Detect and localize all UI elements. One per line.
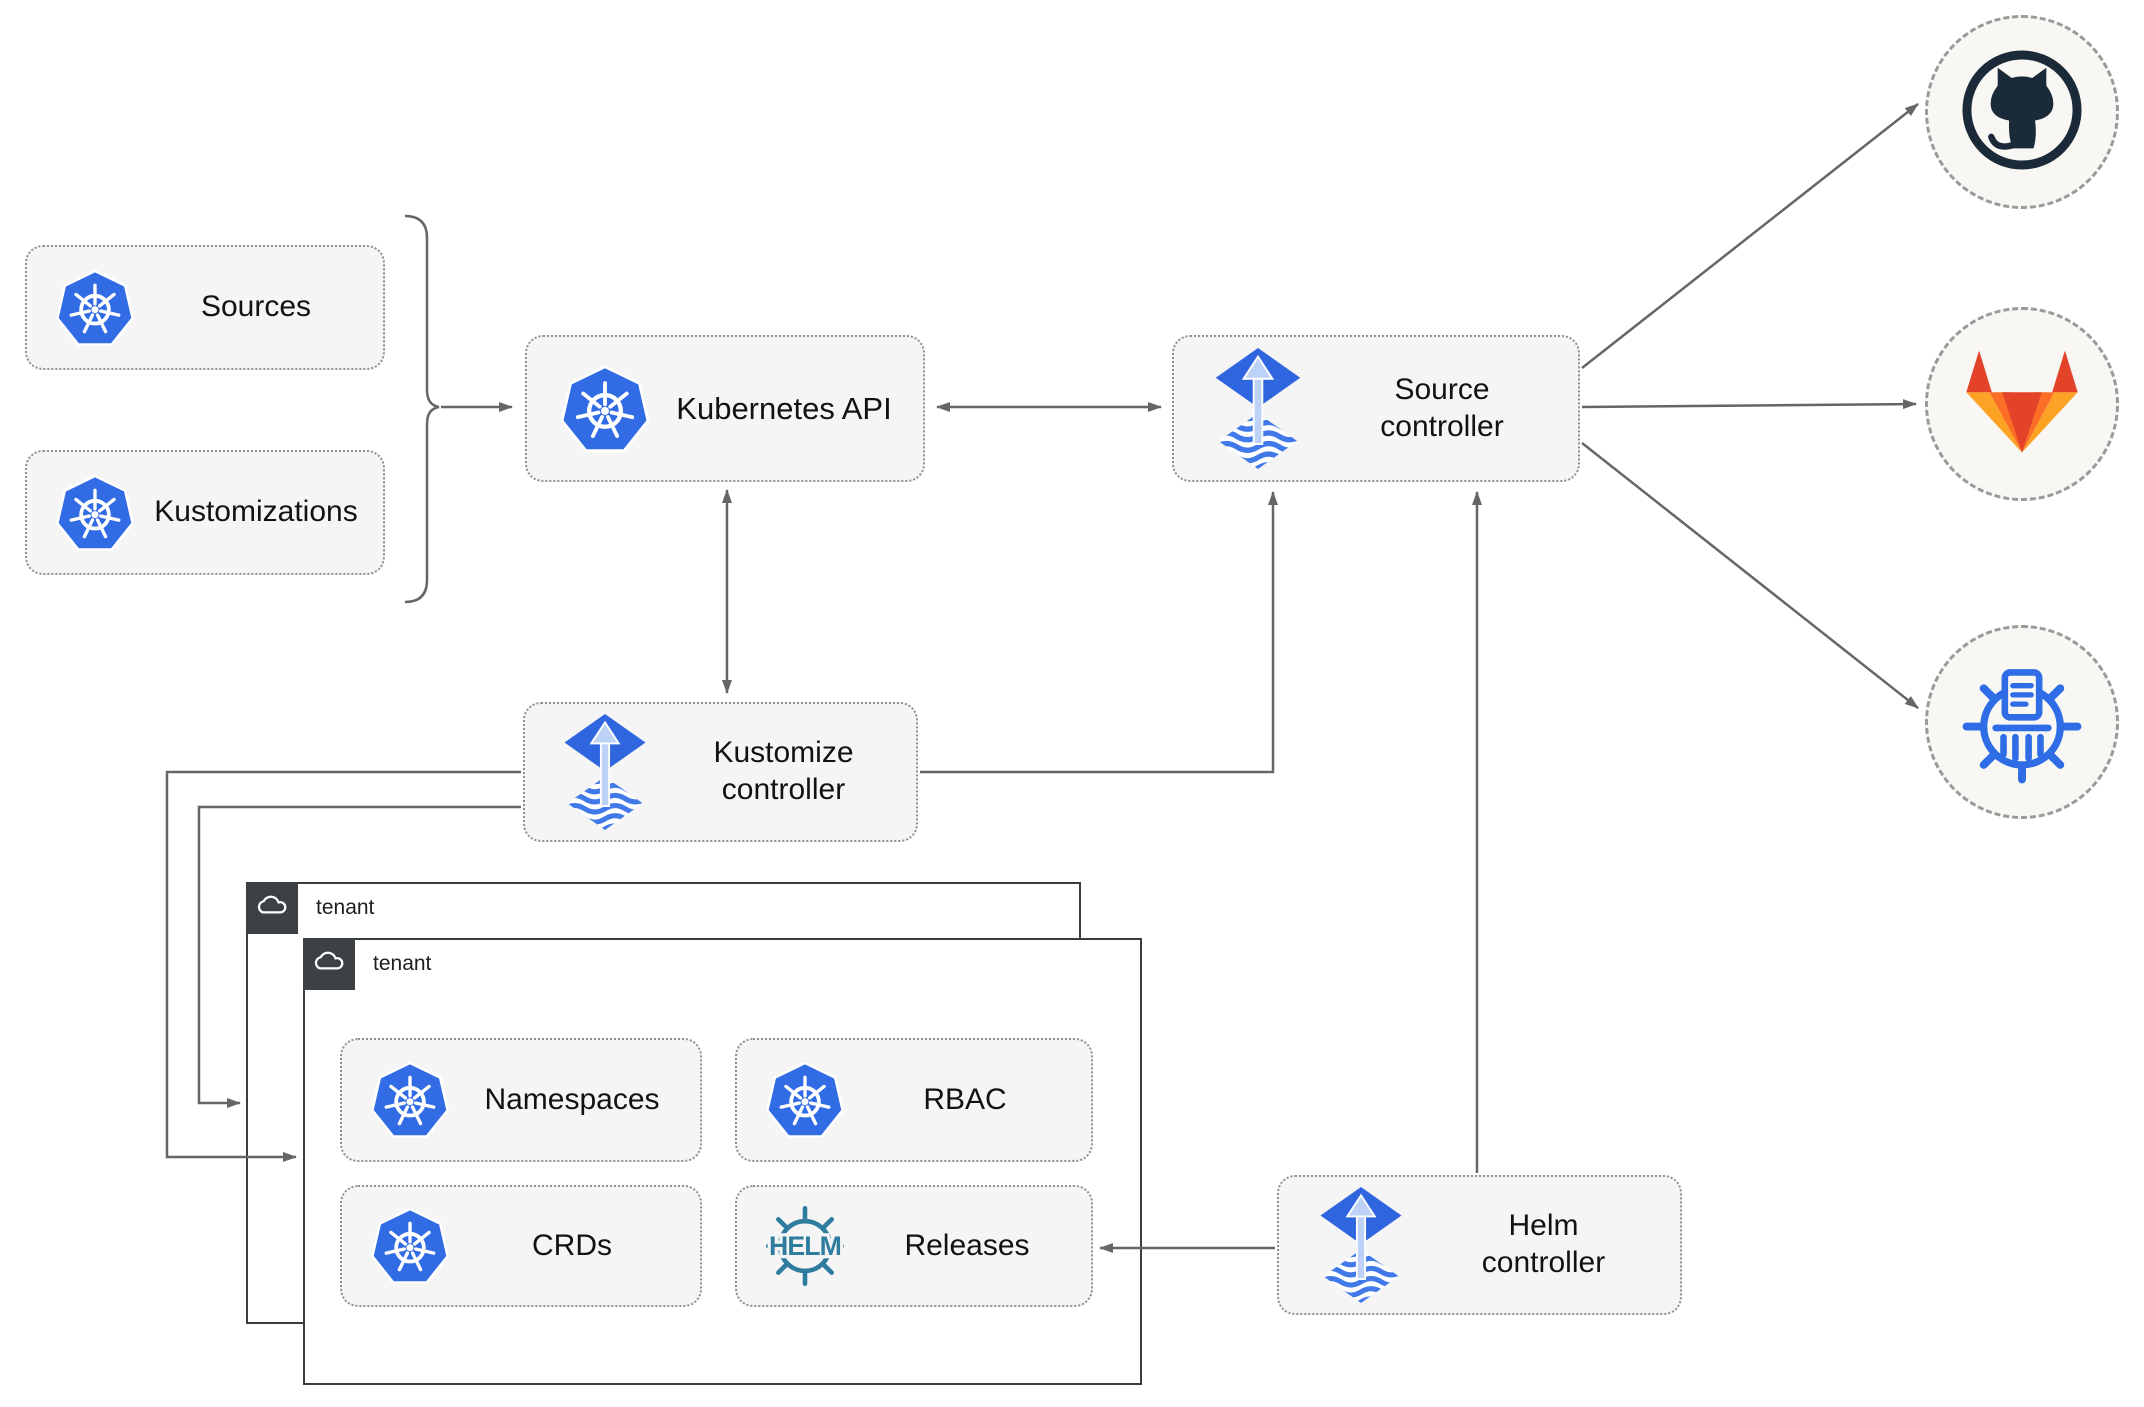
node-label: CRDs [532, 1228, 612, 1262]
kubernetes-icon [53, 471, 137, 555]
flux-icon [1315, 1185, 1407, 1305]
helm-wordmark: HELM [769, 1231, 841, 1261]
remote-gitlab [1925, 307, 2119, 501]
node-rbac: RBAC [735, 1038, 1093, 1162]
kubernetes-icon [368, 1204, 452, 1288]
node-label: RBAC [923, 1082, 1007, 1116]
node-releases: HELM Releases [735, 1185, 1093, 1307]
node-label: Kubernetes API [676, 390, 892, 426]
node-helm-controller: Helm controller [1277, 1175, 1682, 1315]
arrow-source-to-gitlab [1581, 399, 1917, 410]
remote-github [1925, 15, 2119, 209]
tenant-front-header [303, 938, 355, 990]
flux-icon [559, 712, 651, 832]
node-label: Kustomize controller [713, 736, 854, 806]
github-icon [1958, 46, 2086, 179]
flux-icon [1210, 346, 1306, 471]
cloud-icon [255, 894, 289, 923]
node-kubernetes-api: Kubernetes API [525, 335, 925, 482]
node-sources: Sources [25, 245, 385, 370]
arrow-kustomize-to-source [920, 491, 1278, 774]
node-label: Namespaces [484, 1082, 660, 1116]
gitlab-icon [1964, 348, 2080, 460]
helm-icon: HELM [759, 1200, 851, 1292]
node-namespaces: Namespaces [340, 1038, 702, 1162]
node-crds: CRDs [340, 1185, 702, 1307]
node-kustomize-controller: Kustomize controller [523, 702, 918, 842]
node-label: Helm controller [1481, 1209, 1606, 1279]
node-label: Kustomizations [154, 495, 358, 529]
kubernetes-icon [557, 361, 653, 457]
cloud-icon [312, 950, 346, 979]
node-label: Source controller [1380, 372, 1504, 443]
tenant-back-header [246, 882, 298, 934]
kubernetes-icon [763, 1058, 847, 1142]
kubernetes-icon [53, 266, 137, 350]
node-kustomizations: Kustomizations [25, 450, 385, 575]
kubernetes-icon [368, 1058, 452, 1142]
node-label: Sources [200, 290, 312, 324]
brace-sources-group [404, 214, 440, 604]
oci-registry-icon [1956, 654, 2088, 791]
tenant-back-label: tenant [316, 896, 375, 919]
arrow-source-to-registry [1581, 442, 1919, 709]
tenant-front-label: tenant [373, 952, 432, 975]
node-source-controller: Source controller [1172, 335, 1580, 482]
arrow-source-to-github [1581, 103, 1919, 369]
node-label: Releases [904, 1228, 1030, 1262]
remote-registry [1925, 625, 2119, 819]
